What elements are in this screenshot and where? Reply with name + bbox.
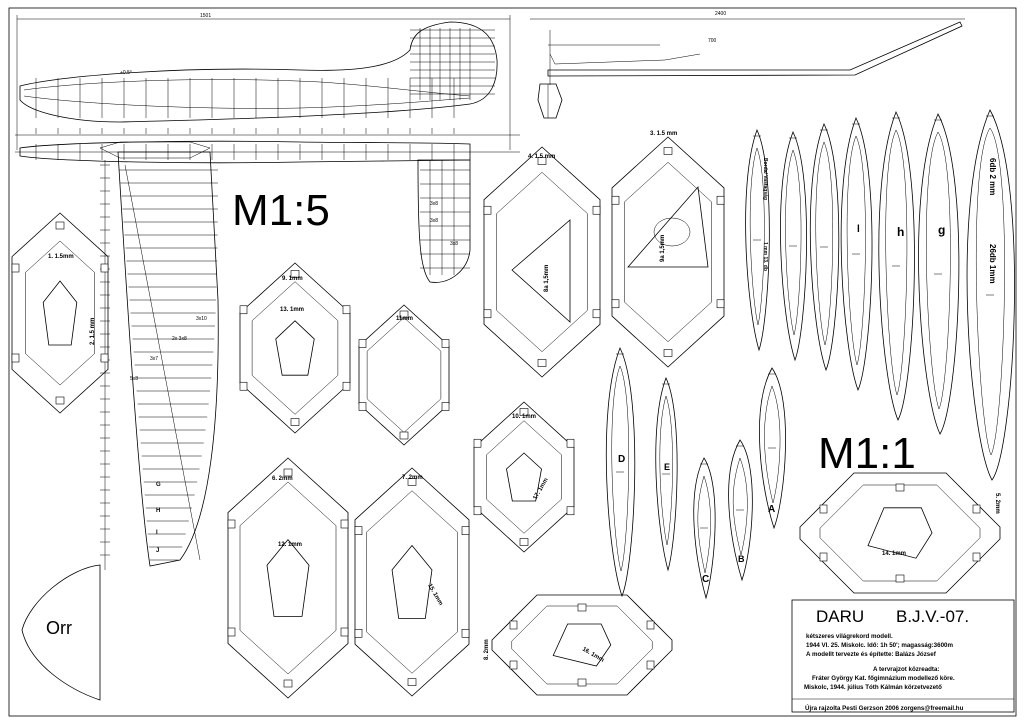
rib-text-2: 26db 1mm xyxy=(988,244,997,284)
svg-text:2x 3x8: 2x 3x8 xyxy=(172,336,187,342)
svg-text:+0.5°: +0.5° xyxy=(120,70,132,76)
rib-letter-d: D xyxy=(618,454,625,465)
scale-label-m1-5: M1:5 xyxy=(232,186,330,235)
former-label-8: 8. 2mm xyxy=(484,639,490,660)
model-name-text: DARU xyxy=(816,607,864,626)
svg-text:3x8: 3x8 xyxy=(430,218,438,224)
svg-text:3x8: 3x8 xyxy=(430,201,438,207)
wing-front-view: 2400 700 xyxy=(530,11,965,119)
former-label-7: 7. 2mm xyxy=(402,475,423,481)
nose-block: Orr xyxy=(21,564,101,701)
wing-letter-h: H xyxy=(156,508,160,514)
nose-label: Orr xyxy=(46,618,72,638)
rib-letter-l: l xyxy=(857,224,860,235)
title-line-3: A modellt tervezte és építette: Balázs J… xyxy=(806,651,937,658)
stabilizer: 3x8 3x8 3x8 xyxy=(417,159,471,283)
rib-letter-g: g xyxy=(938,223,945,237)
rib-letter-c: C xyxy=(702,574,709,585)
former-label-6: 6. 2mm xyxy=(272,476,293,482)
fuselage-side-view: 1501 +0.5° xyxy=(16,13,511,150)
fuselage-top-view xyxy=(15,134,520,164)
wing-letter-j: J xyxy=(156,548,159,554)
former-label-17: 17. 1mm xyxy=(533,477,550,501)
former-label-13: 13. 1mm xyxy=(280,307,304,313)
title-block: DARU B.J.V.-07. kétszeres világrekord mo… xyxy=(791,599,1015,713)
title-line-4: A tervrajzot közreadta: xyxy=(873,666,939,673)
rib-text-3: 1 mm 13. db xyxy=(762,242,768,271)
former-label-5: 5. 2mm xyxy=(994,493,1000,514)
model-code: B.J.V.-07. xyxy=(896,607,969,626)
former-label-1: 1. 1.5mm xyxy=(48,254,74,260)
sheet-border xyxy=(8,7,1017,717)
rib-text-1: 6db 2 mm xyxy=(988,158,997,195)
wing-planform: H G I J 5x8 3x7 2x 3x8 3x10 xyxy=(100,151,219,570)
former-label-12: 12. 1mm xyxy=(278,542,302,548)
former-label-3: 3. 1.5 mm xyxy=(650,131,677,137)
former-label-9: 9. 1mm xyxy=(282,276,303,282)
former-label-9a: 9a 1,5mm xyxy=(660,235,666,262)
former-label-10: 10. 1mm xyxy=(512,414,536,420)
title-line-5: Fráter György Kat. főgimnázium modellező… xyxy=(812,675,955,682)
rib-letter-a: A xyxy=(768,504,775,515)
former-label-14: 14. 1mm xyxy=(882,551,906,557)
wing-letter-i: I xyxy=(156,530,158,536)
wing-ribs-full-size xyxy=(605,109,1015,600)
title-line-1: kétszeres világrekord modell. xyxy=(806,633,893,640)
wing-letter-g: G xyxy=(156,482,161,488)
svg-text:5x8: 5x8 xyxy=(130,376,138,382)
former-label-4: 4. 1.5 mm xyxy=(528,154,555,160)
svg-text:3x10: 3x10 xyxy=(196,316,207,322)
svg-text:3x8: 3x8 xyxy=(450,241,458,247)
credit-line: Újra rajzolta Pesti Gerzson 2006 zorgens… xyxy=(805,705,964,712)
former-label-8a: 8a 1,5mm xyxy=(544,265,550,292)
svg-text:3x7: 3x7 xyxy=(150,356,158,362)
former-label-2: 2. 1.5 mm xyxy=(90,318,96,345)
formers xyxy=(11,136,1001,699)
rib-letter-b: B xyxy=(738,554,745,564)
title-line-6: Miskolc, 1944. július Tóth Kálmán körzet… xyxy=(804,684,942,691)
wingspan-dim: 2400 xyxy=(715,11,726,17)
former-label-11: 11mm xyxy=(396,316,413,322)
rib-letter-e: E xyxy=(664,462,670,472)
former-label-16: 16. 1mm xyxy=(581,647,605,664)
rib-text-4: Borda/ Vastagság xyxy=(762,158,768,200)
rib-letter-h: h xyxy=(897,225,904,239)
scale-label-m1-1: M1:1 xyxy=(818,429,916,478)
fuselage-length-dim: 1501 xyxy=(200,13,211,19)
wing-root-dim: 700 xyxy=(708,38,717,44)
title-line-2: 1944 VI. 25. Miskolc. Idő: 1h 50'; magas… xyxy=(806,642,953,649)
